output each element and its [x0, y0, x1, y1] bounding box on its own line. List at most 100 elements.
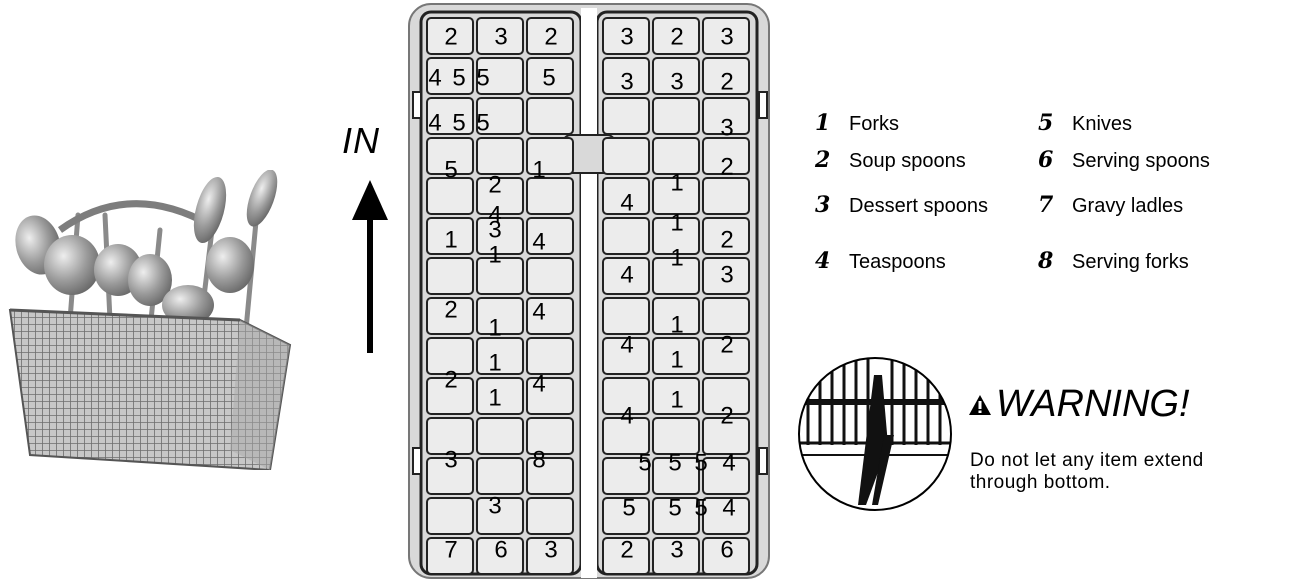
rack-cell-number: 3	[488, 217, 501, 244]
rack-cell-right	[602, 297, 650, 335]
rack-cell-right	[702, 497, 750, 535]
rack-cell-right	[702, 217, 750, 255]
rack-cell-number: 2	[720, 332, 733, 359]
rack-cell-left	[426, 137, 474, 175]
rack-divider	[581, 8, 597, 578]
legend-label: Teaspoons	[849, 251, 946, 273]
legend-item-teaspoons: 4 Teaspoons	[815, 248, 946, 274]
legend-number: 7	[1038, 192, 1054, 218]
rack-cell-right	[602, 537, 650, 575]
warning-triangle-icon	[969, 394, 991, 415]
warning-title-text: WARNING!	[996, 383, 1190, 425]
warning-heading: WARNING!	[968, 383, 1190, 426]
rack-cell-number: 5	[668, 450, 681, 477]
rack-cell-number: 1	[670, 210, 683, 237]
rack-cell-number: 2	[488, 172, 501, 199]
legend-label: Dessert spoons	[849, 195, 988, 217]
direction-label: IN	[342, 120, 380, 161]
cutlery-legend: 1 Forks 2 Soup spoons 3 Dessert spoons 4…	[815, 110, 1285, 290]
rack-cell-right	[652, 297, 700, 335]
rack-cell-number: 3	[488, 493, 501, 520]
rack-cell-left	[476, 537, 524, 575]
legend-item-serving-forks: 8 Serving forks	[1038, 248, 1189, 274]
legend-number: 2	[815, 147, 831, 173]
warning-message: Do not let any item extend through botto…	[970, 450, 1204, 493]
rack-cell-right	[652, 257, 700, 295]
rack-cell-left	[476, 97, 524, 135]
rack-cell-left	[426, 537, 474, 575]
rack-cell-right	[652, 17, 700, 55]
rack-cell-right	[702, 297, 750, 335]
rack-cell-number: 4	[488, 202, 501, 229]
rack-cell-number: 5	[444, 157, 457, 184]
rack-cell-left	[476, 17, 524, 55]
rack-cell-left	[426, 17, 474, 55]
rack-cell-right	[652, 337, 700, 375]
rack-cell-left	[526, 137, 574, 175]
rack-cell-number: 2	[720, 227, 733, 254]
rack-cell-number: 3	[544, 537, 557, 564]
rack-cell-left	[426, 57, 474, 95]
rack-cell-number: 8	[532, 447, 545, 474]
legend-label: Soup spoons	[849, 150, 966, 172]
legend-item-knives: 5 Knives	[1038, 110, 1132, 136]
rack-cell-number: 1	[532, 157, 545, 184]
rack-cell-left	[476, 377, 524, 415]
rack-cell-number: 3	[670, 537, 683, 564]
up-arrow-icon	[352, 180, 388, 353]
rack-cell-left	[526, 257, 574, 295]
rack-cell-right	[702, 377, 750, 415]
rack-cell-right	[652, 137, 700, 175]
legend-label: Forks	[849, 113, 899, 135]
rack-cell-right	[602, 257, 650, 295]
rack-cell-number: 4	[620, 262, 633, 289]
rack-cell-left	[526, 57, 574, 95]
rack-cell-number: 2	[720, 69, 733, 96]
rack-cell-number: 5	[542, 65, 555, 92]
rack-cell-right	[602, 497, 650, 535]
rack-cell-number: 1	[670, 170, 683, 197]
rack-cell-right	[702, 177, 750, 215]
rack-cell-number: 6	[720, 537, 733, 564]
rack-clip	[412, 91, 422, 119]
rack-cell-number: 1	[670, 387, 683, 414]
rack-cell-number: 2	[444, 367, 457, 394]
legend-label: Gravy ladles	[1072, 195, 1184, 217]
direction-indicator: IN	[330, 120, 410, 360]
rack-cell-right	[652, 497, 700, 535]
rack-cell-right	[702, 137, 750, 175]
rack-cell-right	[652, 97, 700, 135]
rack-cell-number: 1	[670, 312, 683, 339]
rack-cell-number: 1	[488, 242, 501, 269]
rack-cell-left	[526, 177, 574, 215]
rack-cell-number: 3	[444, 447, 457, 474]
rack-cell-left	[476, 457, 524, 495]
rack-cell-right	[602, 177, 650, 215]
rack-cell-right	[652, 417, 700, 455]
rack-cell-number: 1	[444, 227, 457, 254]
rack-cell-number: 2	[544, 24, 557, 51]
rack-cell-right	[602, 137, 650, 175]
legend-number: 4	[815, 248, 831, 274]
legend-item-forks: 1 Forks	[815, 110, 899, 136]
rack-cell-number: 3	[670, 69, 683, 96]
rack-cell-right	[602, 97, 650, 135]
warning-illustration	[798, 357, 952, 511]
rack-cell-left	[526, 17, 574, 55]
rack-cell-number: 2	[620, 537, 633, 564]
rack-cell-right	[652, 177, 700, 215]
rack-cell-number: 3	[720, 24, 733, 51]
rack-clip	[758, 447, 768, 475]
rack-cell-right	[602, 377, 650, 415]
rack-cell-right	[702, 457, 750, 495]
rack-cell-left	[426, 417, 474, 455]
rack-clip	[758, 91, 768, 119]
rack-cell-left	[426, 217, 474, 255]
rack-cell-number: 5	[668, 495, 681, 522]
rack-cell-left	[476, 57, 524, 95]
rack-cell-left	[526, 217, 574, 255]
rack-cell-left	[426, 257, 474, 295]
rack-cell-right	[652, 217, 700, 255]
rack-cell-number: 5	[694, 495, 707, 522]
